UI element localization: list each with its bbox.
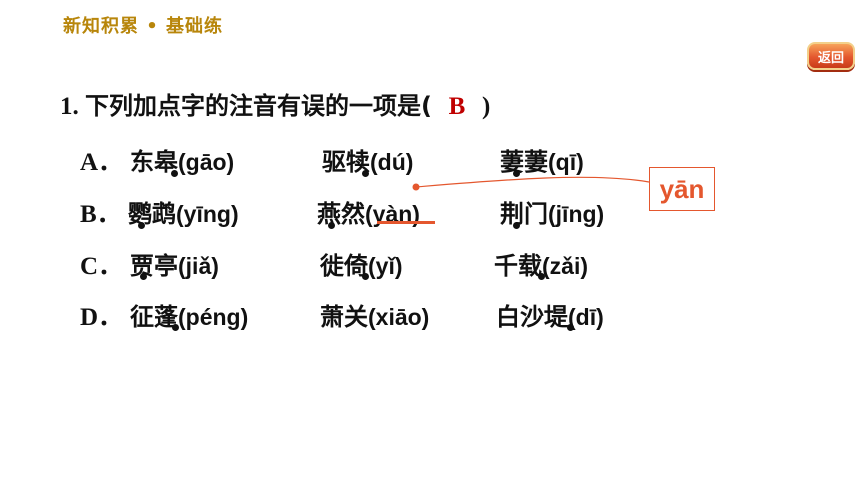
question-text: 下列加点字的注音有误的一项是( [85, 92, 432, 120]
option-item: 燕然(yàn) [317, 200, 420, 228]
option-item: 白沙堤(dī) [496, 303, 604, 331]
emphasis-dot [513, 222, 520, 229]
option-letter: A． [80, 149, 124, 176]
question-stem: 1. 下列加点字的注音有误的一项是( B) [60, 86, 490, 121]
error-underline [377, 221, 435, 224]
question-close-paren: ) [481, 93, 491, 120]
option-item: 千载(zǎi) [494, 252, 588, 280]
option-item: 徙倚(yǐ) [320, 252, 403, 280]
option-letter: D． [80, 304, 124, 331]
option-item: 萋萋(qī) [500, 148, 584, 176]
emphasis-dot [538, 273, 545, 280]
option-item: 东皋(gāo) [130, 148, 235, 176]
back-button[interactable]: 返回 [807, 42, 855, 70]
option-item: 荆门(jīng) [500, 200, 605, 228]
option-letter: B． [80, 201, 122, 228]
option-item: 贾亭(jiǎ) [130, 252, 219, 280]
emphasis-dot [140, 273, 147, 280]
question-number: 1. [60, 93, 79, 120]
option-item: 萧关(xiāo) [320, 303, 430, 331]
emphasis-dot [513, 170, 520, 177]
emphasis-dot [171, 170, 178, 177]
answer-letter: B [448, 93, 466, 120]
emphasis-dot [138, 222, 145, 229]
emphasis-dot [362, 273, 369, 280]
option-letter: C． [80, 253, 124, 280]
emphasis-dot [172, 324, 179, 331]
option-item: 征蓬(péng) [130, 303, 249, 331]
emphasis-dot [567, 324, 574, 331]
emphasis-dot [328, 222, 335, 229]
emphasis-dot [362, 170, 369, 177]
correction-callout: yān [649, 167, 715, 211]
option-item: 鹦鹉(yīng) [128, 200, 239, 228]
section-label: 新知积累 • 基础练 [63, 16, 224, 37]
